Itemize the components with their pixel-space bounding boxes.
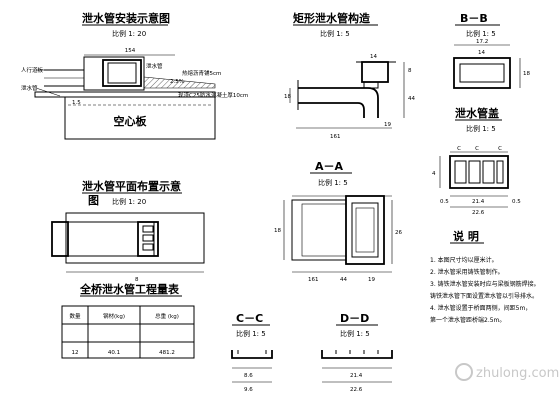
- note-line-3: 3. 铸铁泄水管安装时应与梁板钢筋焊接。: [430, 280, 540, 288]
- aa-dim-h: 18: [274, 228, 281, 234]
- svg-text:C: C: [498, 146, 502, 152]
- rect-scale: 比例 1: 5: [320, 29, 350, 38]
- table-header-qty: 数量: [69, 312, 81, 320]
- cc-scale: 比例 1: 5: [236, 329, 266, 338]
- watermark-text: zhulong.com: [476, 366, 559, 381]
- grate-dim-c: 22.6: [472, 210, 485, 216]
- install-view: 泄水管安装示意图 比例 1: 20 154 人行道板 泄水管 泄水管 热熔沥青铺…: [21, 11, 248, 140]
- note-line-4: 铸铁泄水管下面设置泄水管以引导排水。: [430, 292, 538, 300]
- notes: 说 明 1. 本图尺寸均以厘米计。 2. 泄水管采用铸铁管制作。 3. 铸铁泄水…: [430, 229, 540, 324]
- table-header-steel: 钢材(kg): [103, 312, 125, 320]
- aa-dim-w2: 44: [340, 277, 347, 283]
- slab-label: 空心板: [114, 114, 148, 128]
- bb-dim-w: 17.2: [476, 39, 488, 45]
- grate-title: 泄水管盖: [455, 106, 499, 120]
- grate-dim-b: 21.4: [472, 199, 485, 205]
- quantity-table: 全桥泄水管工程量表 数量 钢材(kg) 总重 (kg) 12 40.1 481.…: [61, 282, 195, 359]
- dd-section: D－D 比例 1: 5 21.4 22.6: [321, 312, 393, 393]
- grate-dim-d: 0.5: [512, 199, 521, 205]
- rect-dim-w: 14: [370, 54, 377, 60]
- aa-title: A－A: [315, 160, 344, 173]
- dd-dim-a: 21.4: [350, 373, 363, 379]
- bb-scale: 比例 1: 5: [466, 29, 496, 38]
- note-line-6: 第一个泄水管距桥端2.5m。: [430, 316, 505, 324]
- dd-dim-b: 22.6: [350, 387, 363, 393]
- plan-title: 泄水管平面布置示意: [82, 179, 181, 193]
- layer-label: 热熔沥青铺5cm: [182, 69, 221, 77]
- svg-text:C: C: [475, 146, 479, 152]
- slope-label: 2.5%: [170, 79, 184, 85]
- bb-title: B－B: [460, 12, 488, 25]
- drain-pipe-label: 泄水管: [146, 62, 163, 70]
- aa-dim-w3: 19: [368, 277, 375, 283]
- table-cell-total: 481.2: [159, 350, 175, 356]
- grate-scale: 比例 1: 5: [466, 124, 496, 133]
- rect-dim-h3: 44: [408, 96, 415, 102]
- plan-subtitle: 图: [88, 194, 99, 207]
- install-title: 泄水管安装示意图: [82, 11, 170, 25]
- bb-dim-w2: 14: [478, 50, 485, 56]
- plan-scale: 比例 1: 20: [112, 197, 146, 206]
- aa-dim-w1: 161: [308, 277, 319, 283]
- rect-title: 矩形泄水管构造: [293, 11, 371, 25]
- cc-dim-b: 9.6: [244, 387, 253, 393]
- note-line-2: 2. 泄水管采用铸铁管制作。: [430, 268, 504, 276]
- concrete-label: 现浇C25防水混凝土厚10cm: [178, 91, 248, 99]
- grate-dim-a: 0.5: [440, 199, 449, 205]
- dd-title: D－D: [340, 312, 369, 325]
- rect-pipe-view: 矩形泄水管构造 比例 1: 5 161 18 8 44 14 19: [284, 11, 415, 140]
- install-scale: 比例 1: 20: [112, 29, 146, 38]
- cc-section: C－C 比例 1: 5 8.6 9.6: [231, 312, 273, 393]
- aa-scale: 比例 1: 5: [318, 178, 348, 187]
- kerb-label: 人行道板: [21, 66, 44, 74]
- table-title: 全桥泄水管工程量表: [79, 282, 180, 296]
- cc-title: C－C: [236, 312, 263, 325]
- install-dim-top: 154: [125, 48, 136, 54]
- table-header-total: 总重 (kg): [155, 312, 179, 320]
- table-cell-steel: 40.1: [108, 350, 120, 356]
- rect-dim-bottom: 161: [330, 134, 341, 140]
- dd-scale: 比例 1: 5: [340, 329, 370, 338]
- pipe-label: 泄水管: [21, 84, 38, 92]
- bb-dim-h: 18: [523, 71, 530, 77]
- table-cell-qty: 12: [72, 350, 79, 356]
- aa-section: A－A 比例 1: 5 18 26 161 44 19: [274, 160, 402, 283]
- watermark: zhulong.com: [455, 363, 559, 381]
- note-line-1: 1. 本图尺寸均以厘米计。: [430, 256, 498, 264]
- rect-dim-h2: 8: [408, 68, 412, 74]
- bb-section: B－B 比例 1: 5 17.2 14 18: [453, 12, 530, 89]
- rect-dim-h1: 18: [284, 94, 291, 100]
- grate-view: 泄水管盖 比例 1: 5 C C C 4 0.5 21.4 0.5 22.6: [432, 106, 521, 216]
- aa-dim-h2: 26: [395, 230, 402, 236]
- cc-dim-a: 8.6: [244, 373, 253, 379]
- note-line-5: 4. 泄水管设置于桥面两侧，间距5m，: [430, 304, 531, 312]
- install-dim-left: 1.5: [72, 100, 81, 106]
- plan-dim-w: 8: [135, 277, 139, 283]
- svg-text:C: C: [457, 146, 461, 152]
- grate-dim-h: 4: [432, 171, 436, 177]
- plan-view: 泄水管平面布置示意 图 比例 1: 20 8: [51, 179, 205, 283]
- notes-title: 说 明: [453, 229, 479, 243]
- rect-dim-right: 19: [384, 122, 391, 128]
